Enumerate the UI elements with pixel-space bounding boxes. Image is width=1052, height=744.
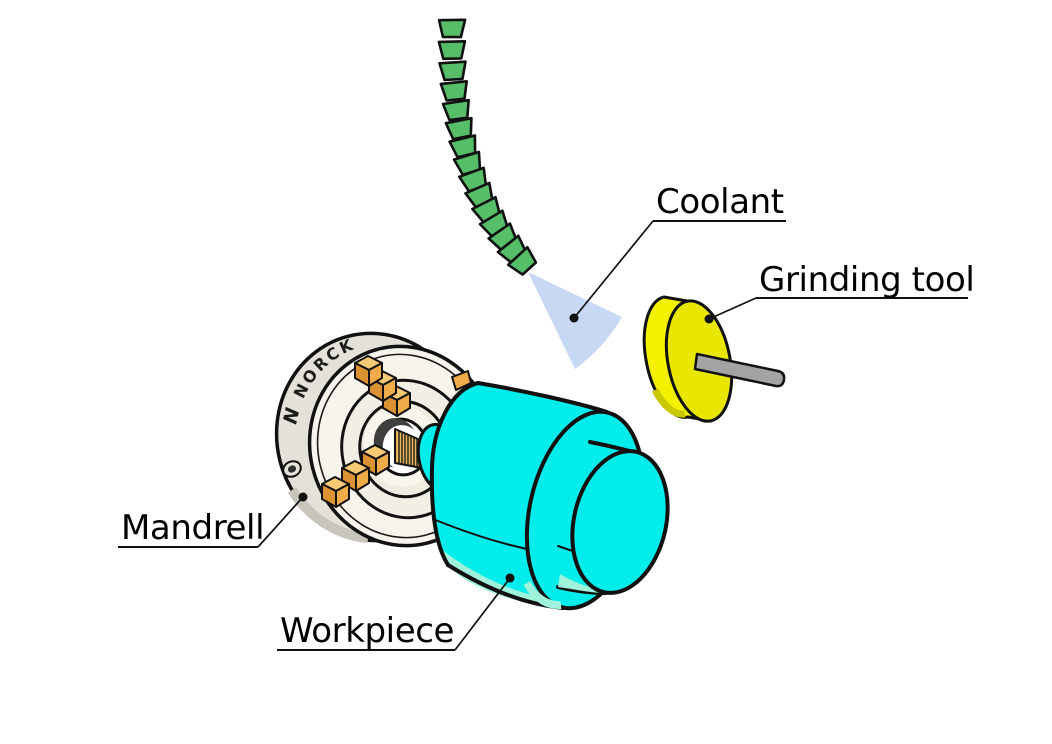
chuck-jaw-top: [354, 355, 411, 417]
hose-segment: [506, 245, 538, 276]
chuck-jaw-bottom: [321, 444, 390, 508]
coolant-label: Coolant: [656, 182, 784, 222]
hose-segment: [437, 18, 467, 39]
hose-segment: [438, 60, 467, 82]
callout-workpiece: Workpiece: [277, 573, 515, 651]
grinding-wheel: [642, 295, 786, 423]
chuck-side-shadow: [287, 487, 369, 543]
workpiece: [429, 381, 670, 611]
workpiece-leader-dot: [505, 573, 515, 583]
workpiece-step-face: [570, 449, 670, 595]
hose-segment: [439, 80, 469, 102]
workpiece-face-highlight: [523, 580, 562, 610]
callout-grinding-tool: Grinding tool: [704, 260, 975, 324]
wheel-spindle-shaft: [693, 352, 786, 388]
chuck-screw-hole: [282, 460, 302, 478]
grinding-tool-label: Grinding tool: [759, 260, 974, 300]
coolant-leader-line: [573, 220, 654, 319]
hose-segment: [437, 39, 467, 61]
workpiece-leader-line: [454, 577, 511, 651]
workpiece-bottom-highlight: [441, 549, 563, 608]
grinding-tool-leader-line: [708, 297, 757, 320]
coolant-hose: [437, 18, 538, 276]
workpiece-label: Workpiece: [280, 611, 454, 651]
chuck-mandrel: NNORCK: [274, 331, 499, 548]
mandrell-leader-line: [257, 496, 304, 548]
workpiece-top-edge: [476, 381, 609, 414]
mandrell-leader-dot: [298, 492, 308, 502]
hose-segment: [441, 98, 471, 122]
wheel-rim-shadow: [651, 388, 686, 418]
callout-coolant: Coolant: [569, 182, 786, 323]
callout-mandrell: Mandrell: [118, 492, 308, 548]
workpiece-left-arc: [429, 381, 480, 567]
grinding-tool-leader-dot: [704, 314, 714, 324]
coolant-leader-dot: [569, 313, 579, 323]
chuck-jaw-hidden-sliver: [451, 370, 472, 391]
mandrell-label: Mandrell: [121, 508, 264, 548]
